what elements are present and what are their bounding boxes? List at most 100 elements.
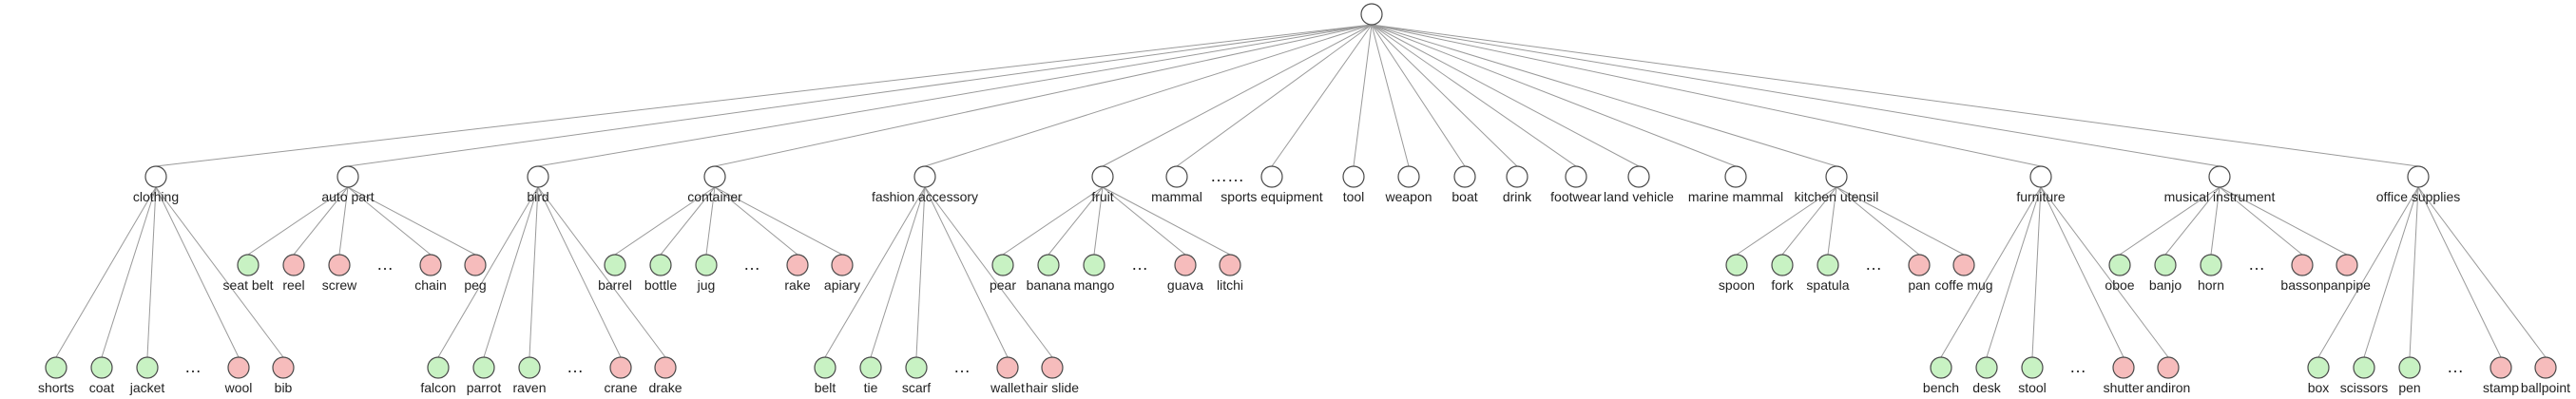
- edge-category-leaf: [714, 186, 843, 256]
- leaf-label: crane: [604, 380, 637, 395]
- leaf-node-positive: [649, 254, 672, 276]
- category-node: [144, 165, 167, 188]
- leaf-label: fork: [1771, 277, 1794, 293]
- leaf-node-negative: [1041, 356, 1064, 379]
- category-label: musical instrument: [2164, 189, 2276, 204]
- leaf-label: parrot: [467, 380, 502, 395]
- edge-root-category: [714, 24, 1373, 167]
- edge-root-category: [1353, 24, 1373, 167]
- leaf-node-positive: [427, 356, 450, 379]
- category-node: [1627, 165, 1650, 188]
- leaf-node-positive: [1083, 254, 1105, 276]
- leaf-label: shutter: [2104, 380, 2144, 395]
- leaf-node-positive: [45, 356, 67, 379]
- category-node: [2208, 165, 2231, 188]
- edge-category-leaf: [537, 186, 666, 358]
- leaf-node-positive: [2154, 254, 2177, 276]
- leaf-label: scissors: [2340, 380, 2389, 395]
- category-label: fashion accessory: [872, 189, 978, 204]
- root-node: [1360, 3, 1383, 26]
- edge-category-leaf: [2040, 186, 2124, 358]
- category-node: [1342, 165, 1365, 188]
- edge-category-leaf: [2164, 186, 2220, 256]
- edge-category-leaf: [338, 186, 349, 256]
- edge-root-category: [347, 24, 1373, 167]
- leaf-label: pan: [1908, 277, 1930, 293]
- leaf-label: bottle: [644, 277, 677, 293]
- edge-category-leaf: [2210, 186, 2220, 256]
- leaf-label: horn: [2198, 277, 2224, 293]
- edge-category-leaf: [2119, 186, 2220, 256]
- tree-edges: [55, 24, 2547, 358]
- leaf-node-negative: [1174, 254, 1197, 276]
- leaf-ellipsis: …: [1131, 255, 1148, 274]
- edge-category-leaf: [55, 186, 157, 358]
- edge-category-leaf: [1102, 186, 1231, 256]
- edge-category-leaf: [2417, 186, 2547, 358]
- leaf-node-negative: [2489, 356, 2512, 379]
- edge-category-leaf: [1048, 186, 1104, 256]
- edge-category-leaf: [915, 186, 926, 358]
- leaf-label: tie: [864, 380, 878, 395]
- category-label: boat: [1451, 189, 1477, 204]
- leaf-node-negative: [2534, 356, 2557, 379]
- edge-category-leaf: [660, 186, 716, 256]
- edge-root-category: [1371, 24, 1518, 167]
- leaf-node-positive: [518, 356, 541, 379]
- leaf-label: apiary: [824, 277, 860, 293]
- edge-category-leaf: [2363, 186, 2419, 358]
- edge-category-leaf: [2031, 186, 2042, 358]
- leaf-label: bib: [275, 380, 293, 395]
- category-label: container: [687, 189, 742, 204]
- category-node: [913, 165, 936, 188]
- leaf-node-positive: [2108, 254, 2131, 276]
- category-label: furniture: [2016, 189, 2066, 204]
- edge-category-leaf: [155, 186, 240, 358]
- edge-root-category: [1371, 24, 1577, 167]
- edge-category-leaf: [1986, 186, 2042, 358]
- edge-root-category: [1371, 24, 1640, 167]
- leaf-label: andiron: [2146, 380, 2191, 395]
- leaf-ellipsis: …: [376, 255, 394, 274]
- leaf-node-negative: [1219, 254, 1241, 276]
- leaf-node-positive: [472, 356, 495, 379]
- leaf-label: belt: [815, 380, 836, 395]
- edge-root-category: [1371, 24, 2220, 167]
- category-node: [2029, 165, 2052, 188]
- edge-root-category: [537, 24, 1373, 167]
- edge-category-leaf: [705, 186, 716, 256]
- category-node: [1565, 165, 1587, 188]
- leaf-label: mango: [1074, 277, 1115, 293]
- leaf-label: banjo: [2149, 277, 2182, 293]
- leaf-label: spoon: [1719, 277, 1755, 293]
- leaf-label: raven: [512, 380, 546, 395]
- category-label: mammal: [1151, 189, 1202, 204]
- leaf-label: box: [2308, 380, 2330, 395]
- leaf-node-positive: [90, 356, 113, 379]
- leaf-label: barrel: [598, 277, 632, 293]
- edge-category-leaf: [247, 186, 349, 256]
- leaf-node-positive: [2021, 356, 2044, 379]
- leaf-label: ballpoint: [2521, 380, 2570, 395]
- category-node: [1165, 165, 1188, 188]
- leaf-label: drake: [648, 380, 682, 395]
- edge-category-leaf: [2409, 186, 2419, 358]
- leaf-node-positive: [1930, 356, 1952, 379]
- leaf-label: guava: [1167, 277, 1203, 293]
- edge-category-leaf: [483, 186, 539, 358]
- edge-category-leaf: [101, 186, 157, 358]
- edge-category-leaf: [1836, 186, 1920, 256]
- leaf-node-positive: [1975, 356, 1998, 379]
- edge-category-leaf: [2040, 186, 2169, 358]
- category-node: [527, 165, 549, 188]
- category-label: office supplies: [2376, 189, 2460, 204]
- edge-category-leaf: [347, 186, 432, 256]
- leaf-label: pear: [990, 277, 1016, 293]
- edge-root-category: [1371, 24, 2042, 167]
- leaf-ellipsis: …: [2447, 357, 2464, 376]
- category-ellipsis: ……: [1210, 166, 1244, 185]
- edge-root-category: [1371, 24, 2419, 167]
- leaf-node-negative: [272, 356, 295, 379]
- edge-category-leaf: [2219, 186, 2303, 256]
- leaf-ellipsis: …: [1865, 255, 1882, 274]
